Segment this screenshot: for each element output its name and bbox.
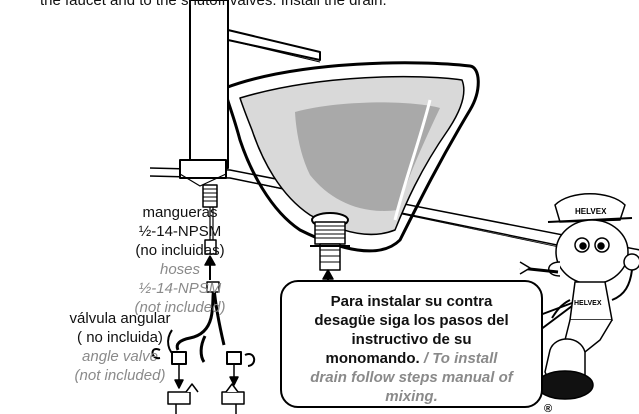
valve-es-line2: ( no incluida) [77, 329, 163, 346]
mascot-registered-mark: ® [544, 403, 552, 414]
hose-assembly-icon [151, 281, 256, 389]
speech-bubble: Para instalar su contra desagüe siga los… [280, 280, 543, 408]
hoses-es-line2: ½-14-NPSM [138, 223, 222, 240]
hoses-es-line3: (no incluidas) [135, 242, 225, 259]
top-instruction-text: the faucet and to the shutoff valves. In… [40, 0, 387, 9]
bubble-es-line3: instructivo de su [351, 331, 472, 348]
hoses-es-line1: mangueras [142, 204, 218, 221]
bubble-es-line4: monomando. [325, 350, 420, 367]
valve-en-line2: (not included) [74, 367, 166, 384]
valve-label: válvula angular ( no incluida) angle val… [45, 309, 195, 385]
bubble-en-line2: drain follow steps manual of [310, 369, 513, 386]
mascot-shirt-text: HELVEX [574, 300, 602, 307]
mascot-plumber-icon: HELVEX HELVEX ® [519, 193, 639, 414]
bubble-es-line2: desagüe siga los pasos del [314, 312, 509, 329]
bubble-line4: monomando. / To install [282, 349, 541, 368]
hoses-en-line1: hoses [159, 261, 201, 278]
valve-es-line1: válvula angular [69, 310, 171, 327]
hoses-en-line2: ½-14-NPSM [138, 280, 222, 297]
drain-icon [310, 212, 350, 271]
valve-en-line1: angle valve [82, 348, 158, 365]
basin-icon [223, 61, 480, 253]
hoses-label: mangueras ½-14-NPSM (no incluidas) hoses… [105, 203, 255, 317]
mascot-cap-text: HELVEX [575, 207, 607, 216]
hoses-en-line3: (not included) [134, 299, 226, 316]
angle-valve-icon [167, 383, 245, 414]
bubble-en-line3: mixing. [385, 388, 438, 405]
bubble-en-line1: / To install [423, 350, 498, 367]
faucet-icon [179, 0, 321, 255]
bubble-es-line1: Para instalar su contra [330, 293, 493, 310]
bubble-text: Para instalar su contra desagüe siga los… [282, 292, 541, 406]
